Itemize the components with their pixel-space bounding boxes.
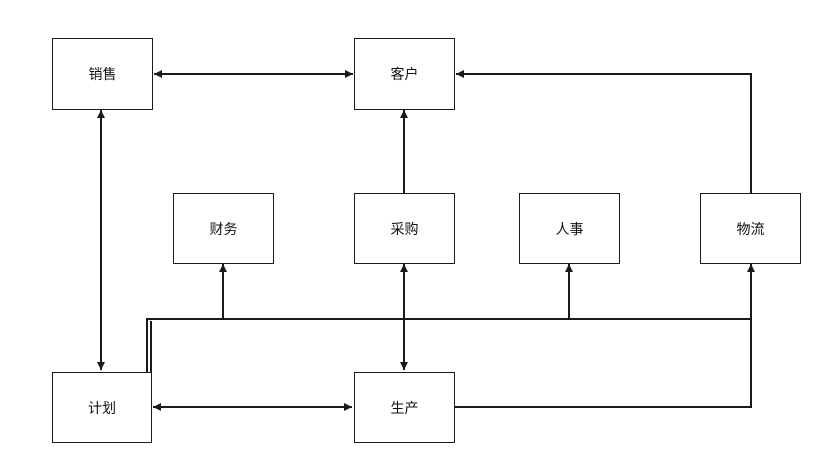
node-hr: 人事 <box>519 193 620 264</box>
node-purchasing: 采购 <box>354 193 455 264</box>
node-customer-label: 客户 <box>390 67 419 83</box>
node-sales-label: 销售 <box>88 67 117 83</box>
edge-logistics-customer <box>456 70 752 193</box>
node-production: 生产 <box>354 372 455 443</box>
node-planning-label: 计划 <box>88 400 116 417</box>
node-purchasing-label: 采购 <box>390 221 419 238</box>
node-logistics-label: 物流 <box>736 221 765 238</box>
edge-planning-bus <box>146 318 751 372</box>
node-customer: 客户 <box>354 38 455 110</box>
node-logistics: 物流 <box>700 193 801 264</box>
node-planning: 计划 <box>52 372 152 443</box>
node-production-label: 生产 <box>390 400 419 417</box>
node-finance-label: 财务 <box>209 221 238 238</box>
node-sales: 销售 <box>52 38 153 110</box>
node-finance: 财务 <box>173 193 274 264</box>
edge-production-bus <box>455 319 752 408</box>
node-hr-label: 人事 <box>555 221 584 238</box>
